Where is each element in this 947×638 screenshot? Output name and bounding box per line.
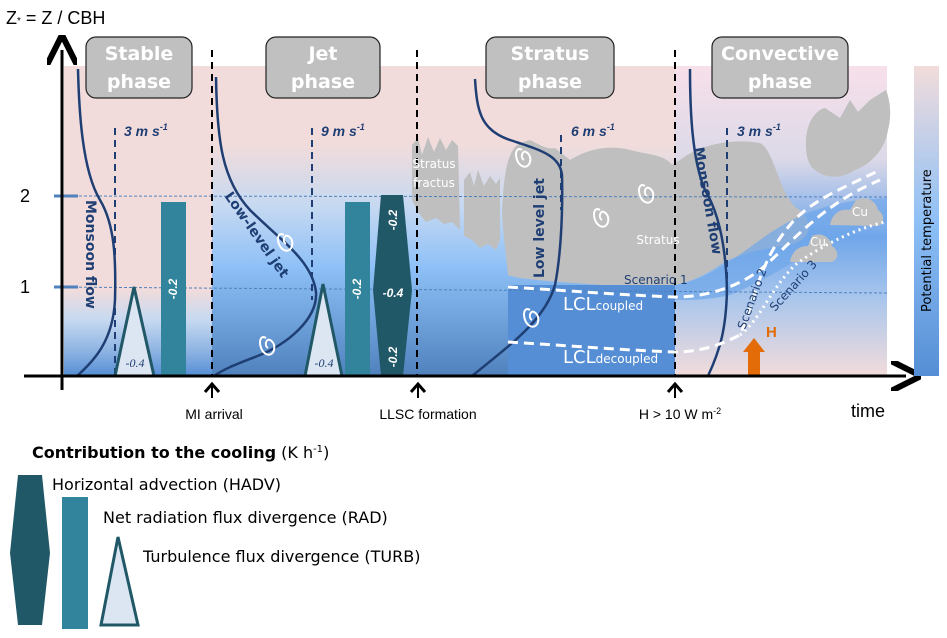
eddy-icon	[515, 148, 532, 168]
stratus-fractus-label-1: Stratus	[412, 157, 455, 171]
wind-speed-stable: 3 m s-1	[124, 122, 168, 139]
scenario-1-label: Scenario 1	[624, 273, 688, 287]
phase-box-jet: Jet phase	[265, 36, 381, 99]
legend-hadv-label: Horizontal advection (HADV)	[52, 475, 281, 494]
reference-line-1	[53, 286, 888, 294]
rad-bar-jet	[345, 202, 370, 376]
scenario-3-line	[739, 220, 886, 337]
eddy-icon	[593, 208, 610, 228]
event-mi-arrival: MI arrival	[185, 406, 243, 422]
phase-box-stratus: Stratus phase	[485, 36, 615, 99]
turb-value-jet: -0.4	[315, 356, 334, 370]
y-tick-1: 1	[20, 277, 30, 297]
low-level-jet-label-stratus: Low level jet	[532, 178, 548, 278]
wind-speed-stratus: 6 m s-1	[571, 122, 615, 139]
convective-cloud-top	[805, 90, 891, 177]
event-arrow-icon	[409, 381, 427, 398]
cu-label-2: Cu	[852, 205, 868, 219]
legend-turb-swatch	[99, 536, 140, 627]
hadv-hexagon-jet	[373, 195, 412, 376]
event-arrow-icon	[203, 381, 221, 398]
hadv-value-bottom: -0.2	[386, 346, 400, 367]
hadv-value-top: -0.2	[386, 209, 400, 230]
y-axis-label: Z* = Z / CBH	[6, 8, 105, 28]
eddy-icons	[259, 148, 655, 356]
event-arrow-icon	[666, 381, 684, 398]
legend-rad-label: Net radiation flux divergence (RAD)	[103, 508, 388, 527]
cu-cloud-2	[830, 198, 884, 226]
lcl-coupled-line	[507, 178, 881, 299]
monsoon-flow-label-stable: Monsoon flow	[82, 200, 98, 309]
potential-temperature-colorbar	[914, 66, 939, 376]
legend-hadv-swatch	[10, 475, 50, 625]
phase-box-stable: Stable phase	[85, 36, 193, 99]
eddy-icon	[638, 184, 655, 204]
turb-value-stable: -0.4	[126, 356, 145, 370]
phase-title: Convective	[721, 43, 839, 65]
event-heat-flux-threshold: H > 10 W m-2	[639, 406, 721, 422]
stratus-fractus-cloud-2	[464, 170, 500, 250]
stratus-fractus-cloud	[412, 137, 460, 230]
phase-subtitle: phase	[291, 71, 355, 93]
cu-label-1: Cu	[810, 235, 826, 249]
phase-subtitle: phase	[748, 71, 812, 93]
lcl-decoupled-label: LCLdecoupled	[563, 347, 658, 368]
wind-speed-jet: 9 m s-1	[321, 122, 365, 139]
low-level-jet-profile	[213, 76, 318, 378]
y-tick-2: 2	[20, 186, 30, 206]
monsoon-flow-profile-stable	[76, 68, 117, 377]
cu-cloud-1	[790, 234, 838, 262]
lcl-block	[508, 285, 675, 376]
eddy-icon	[277, 233, 294, 252]
rad-value-jet: -0.2	[350, 278, 364, 299]
stratus-fractus-label-2: fractus	[413, 176, 455, 190]
lcl-decoupled-line	[507, 168, 881, 354]
stratus-label: Stratus	[636, 233, 679, 247]
heat-flux-arrow-icon	[743, 338, 765, 376]
x-axis-label: time	[851, 401, 885, 421]
legend-rad-swatch	[62, 497, 88, 629]
phase-title: Stratus	[511, 43, 590, 65]
stratus-cloud	[502, 140, 809, 287]
phase-box-convective: Convective phase	[711, 36, 849, 99]
phase-subtitle: phase	[518, 71, 582, 93]
wind-speed-convective: 3 m s-1	[737, 122, 781, 139]
rad-value-stable: -0.2	[166, 278, 180, 299]
low-level-jet-profile-stratus	[471, 78, 564, 377]
legend-title: Contribution to the cooling (K h-1)	[32, 443, 329, 462]
heat-flux-label: H	[766, 324, 777, 341]
eddy-icon	[523, 308, 540, 328]
reference-line-2	[53, 195, 888, 198]
colorbar-label: Potential temperature	[920, 169, 935, 312]
legend: Contribution to the cooling (K h-1) Hori…	[10, 443, 420, 629]
event-llsc-formation: LLSC formation	[379, 406, 476, 422]
eddy-icon	[259, 336, 276, 356]
phase-title: Stable	[105, 43, 174, 65]
legend-turb-label: Turbulence flux divergence (TURB)	[142, 547, 420, 566]
phase-title: Jet	[306, 43, 337, 65]
hadv-value-mid: -0.4	[383, 286, 404, 300]
rad-bar-stable	[161, 202, 186, 376]
lcl-coupled-label: LCLcoupled	[563, 294, 643, 315]
phase-subtitle: phase	[107, 71, 171, 93]
monsoon-flow-profile-convective	[688, 68, 729, 377]
